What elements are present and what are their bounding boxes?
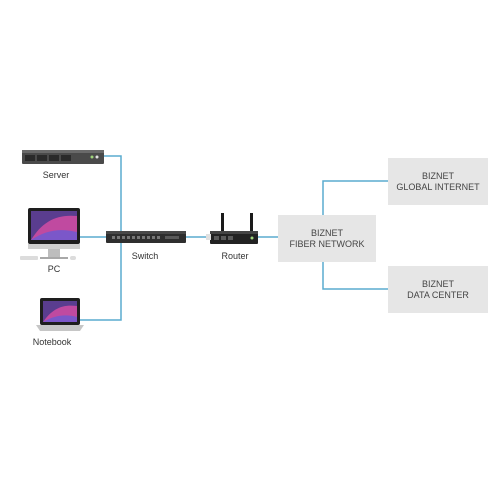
data-center-line1: BIZNET [421,278,454,289]
pc-label: PC [47,264,61,274]
router-label: Router [221,251,249,261]
data-center-box: BIZNET DATA CENTER [388,266,488,313]
switch-label: Switch [131,251,159,261]
server-label: Server [42,170,70,180]
notebook-label: Notebook [32,337,72,347]
data-center-line2: DATA CENTER [407,289,469,300]
fiber-network-line2: FIBER NETWORK [289,238,365,249]
line-notebook-switch [80,237,122,321]
rack-server-icon [22,150,104,164]
network-switch-icon [106,231,186,243]
line-server-switch [104,155,122,237]
global-internet-line1: BIZNET [421,170,454,181]
connection-lines [80,155,388,321]
wireless-router-icon [206,213,258,244]
fiber-network-box: BIZNET FIBER NETWORK [278,215,376,262]
global-internet-line2: GLOBAL INTERNET [396,181,480,192]
line-fiber-internet [322,180,388,215]
global-internet-box: BIZNET GLOBAL INTERNET [388,158,488,205]
fiber-network-line1: BIZNET [310,227,343,238]
desktop-computer-icon [20,208,80,260]
laptop-icon [36,298,84,331]
line-fiber-datacenter [322,262,388,290]
